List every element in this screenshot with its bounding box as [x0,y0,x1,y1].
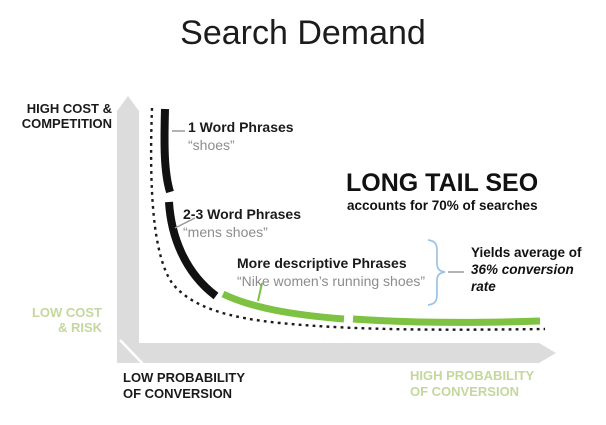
y-axis-low-line1: LOW COST [31,305,102,320]
curve-segment-2-3-word [165,201,219,300]
yields-line3: rate [471,279,496,294]
y-axis-low-label: LOW COST & RISK [0,305,102,335]
y-axis-up-arrow-icon [117,96,139,363]
label-1-word-example: “shoes” [188,137,235,153]
x-axis-high-line1: HIGH PROBABILITY [410,368,535,383]
x-axis-high-line2: OF CONVERSION [410,384,520,399]
curve-segment-long-tail [352,315,541,326]
yields-line1: Yields average of [471,245,582,260]
connector-descriptive [257,282,263,302]
label-descriptive-title: More descriptive Phrases [237,255,407,271]
long-tail-seo-subheading: accounts for 70% of searches [347,198,538,213]
axis-corner-miter [119,339,144,365]
label-descriptive-phrases: More descriptive Phrases “Nike women’s r… [237,254,425,290]
x-axis-low-line2: OF CONVERSION [123,386,233,401]
yields-callout: Yields average of 36% conversion rate [471,244,596,295]
x-axis-low-label: LOW PROBABILITY OF CONVERSION [123,370,245,402]
page-title: Search Demand [180,14,426,52]
right-curly-brace-icon [427,239,446,306]
label-1-word-phrases: 1 Word Phrases “shoes” [188,118,294,154]
yields-line2: 36% conversion [471,262,574,277]
curve-segment-1-word [160,108,174,194]
x-axis-low-line1: LOW PROBABILITY [123,370,246,385]
y-axis-high-line2: COMPETITION [21,116,112,131]
curve-segment-descriptive [221,290,345,323]
x-axis-right-arrow-icon [117,343,556,363]
label-2-3-word-phrases: 2-3 Word Phrases “mens shoes” [183,205,301,241]
connector-2-3-word [174,217,196,229]
long-tail-seo-heading: LONG TAIL SEO [346,169,539,197]
dotted-demand-curve [149,107,546,331]
y-axis-high-line1: HIGH COST & [26,101,112,116]
y-axis-high-label: HIGH COST & COMPETITION [0,101,112,131]
y-axis-low-line2: & RISK [57,320,102,335]
label-2-3-word-title: 2-3 Word Phrases [183,206,302,222]
label-1-word-title: 1 Word Phrases [188,119,294,135]
label-2-3-word-example: “mens shoes” [183,224,268,240]
label-descriptive-example: “Nike women’s running shoes” [237,273,426,289]
x-axis-high-label: HIGH PROBABILITY OF CONVERSION [410,368,534,400]
